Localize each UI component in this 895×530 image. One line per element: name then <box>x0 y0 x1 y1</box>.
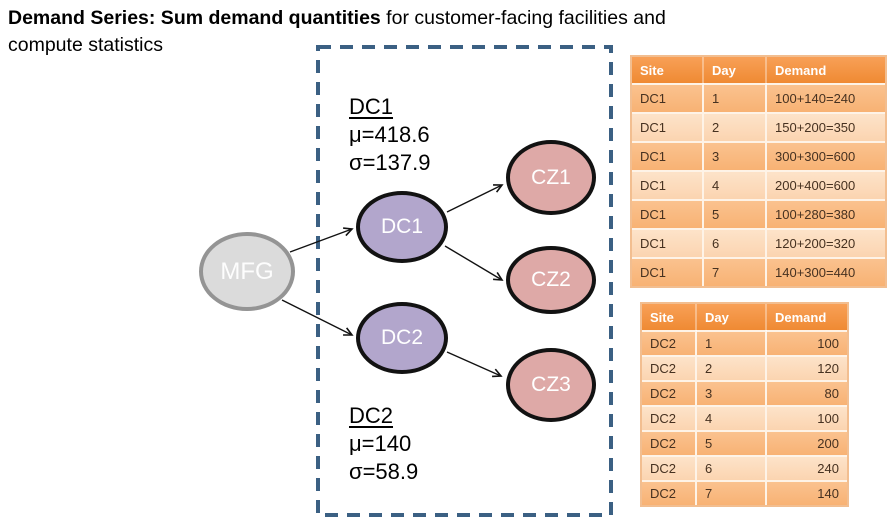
cell-demand: 100 <box>767 407 847 432</box>
node-dc2: DC2 <box>356 302 448 374</box>
node-cz1-label: CZ1 <box>531 165 571 189</box>
cell-demand: 120+200=320 <box>767 230 885 259</box>
cell-day: 5 <box>697 432 767 457</box>
cell-day: 1 <box>704 85 767 114</box>
cell-demand: 120 <box>767 357 847 382</box>
table-header-row: Site Day Demand <box>632 57 885 85</box>
cell-day: 5 <box>704 201 767 230</box>
cell-demand: 100+280=380 <box>767 201 885 230</box>
header-day: Day <box>697 304 767 332</box>
arrow-dc2-cz3 <box>446 351 503 378</box>
node-cz3-label: CZ3 <box>531 373 571 396</box>
header-site: Site <box>642 304 697 332</box>
cell-site: DC1 <box>632 230 704 259</box>
table-header-row: Site Day Demand <box>642 304 847 332</box>
cell-site: DC1 <box>632 143 704 172</box>
node-dc1-label: DC1 <box>380 215 423 238</box>
cell-site: DC1 <box>632 85 704 114</box>
header-demand: Demand <box>767 304 847 332</box>
cell-demand: 80 <box>767 382 847 407</box>
cell-demand: 200 <box>767 432 847 457</box>
node-cz1: CZ1 <box>506 140 596 215</box>
header-demand: Demand <box>767 57 885 85</box>
dc2-stats-block: DC2 μ=140 σ=58.9 <box>349 402 418 486</box>
dc1-stats-block: DC1 μ=418.6 σ=137.9 <box>349 93 430 177</box>
cell-demand: 300+300=600 <box>767 143 885 172</box>
cell-day: 2 <box>697 357 767 382</box>
cell-day: 6 <box>704 230 767 259</box>
dc2-stdev-value: σ=58.9 <box>349 459 419 484</box>
cell-site: DC2 <box>642 432 697 457</box>
cell-day: 4 <box>704 172 767 201</box>
cell-site: DC1 <box>632 201 704 230</box>
title-line2: compute statistics <box>8 34 163 56</box>
cell-site: DC2 <box>642 457 697 482</box>
cell-demand: 140+300=440 <box>767 259 885 286</box>
dc2-mean-value: μ=140 <box>349 431 412 456</box>
node-mfg: MFG <box>199 232 295 311</box>
cell-demand: 200+400=600 <box>767 172 885 201</box>
cell-demand: 100 <box>767 332 847 357</box>
cell-day: 4 <box>697 407 767 432</box>
cell-site: DC2 <box>642 407 697 432</box>
cell-demand: 240 <box>767 457 847 482</box>
node-cz2: CZ2 <box>506 246 596 314</box>
dc2-stats-title: DC2 <box>349 403 394 428</box>
cell-day: 1 <box>697 332 767 357</box>
arrow-dc1-cz1 <box>446 184 504 213</box>
cell-day: 3 <box>704 143 767 172</box>
cell-day: 6 <box>697 457 767 482</box>
cell-day: 7 <box>697 482 767 505</box>
title-bold-segment: Demand Series: Sum demand quantities <box>8 7 381 29</box>
dc1-stdev-value: σ=137.9 <box>349 150 431 175</box>
cell-day: 3 <box>697 382 767 407</box>
node-mfg-label: MFG <box>220 257 274 285</box>
cell-demand: 150+200=350 <box>767 114 885 143</box>
cell-day: 2 <box>704 114 767 143</box>
cell-day: 7 <box>704 259 767 286</box>
title-regular-segment: for customer-facing facilities and <box>380 7 666 29</box>
node-dc1: DC1 <box>356 191 448 263</box>
cell-site: DC1 <box>632 114 704 143</box>
page-title: Demand Series: Sum demand quantities for… <box>8 5 728 59</box>
header-site: Site <box>632 57 704 85</box>
cell-site: DC2 <box>642 482 697 505</box>
cell-site: DC2 <box>642 332 697 357</box>
dashed-boundary-box <box>316 45 613 517</box>
cell-demand: 100+140=240 <box>767 85 885 114</box>
cell-site: DC1 <box>632 259 704 286</box>
node-dc2-label: DC2 <box>380 326 423 349</box>
arrow-dc1-cz2 <box>444 245 504 281</box>
dc1-mean-value: μ=418.6 <box>349 122 430 147</box>
cell-site: DC2 <box>642 357 697 382</box>
arrow-mfg-dc1 <box>289 227 354 253</box>
cell-site: DC1 <box>632 172 704 201</box>
header-day: Day <box>704 57 767 85</box>
cell-site: DC2 <box>642 382 697 407</box>
node-cz3: CZ3 <box>506 348 596 422</box>
arrow-mfg-dc2 <box>281 299 354 336</box>
node-cz2-label: CZ2 <box>531 268 571 291</box>
dc1-stats-title: DC1 <box>349 94 394 119</box>
cell-demand: 140 <box>767 482 847 505</box>
